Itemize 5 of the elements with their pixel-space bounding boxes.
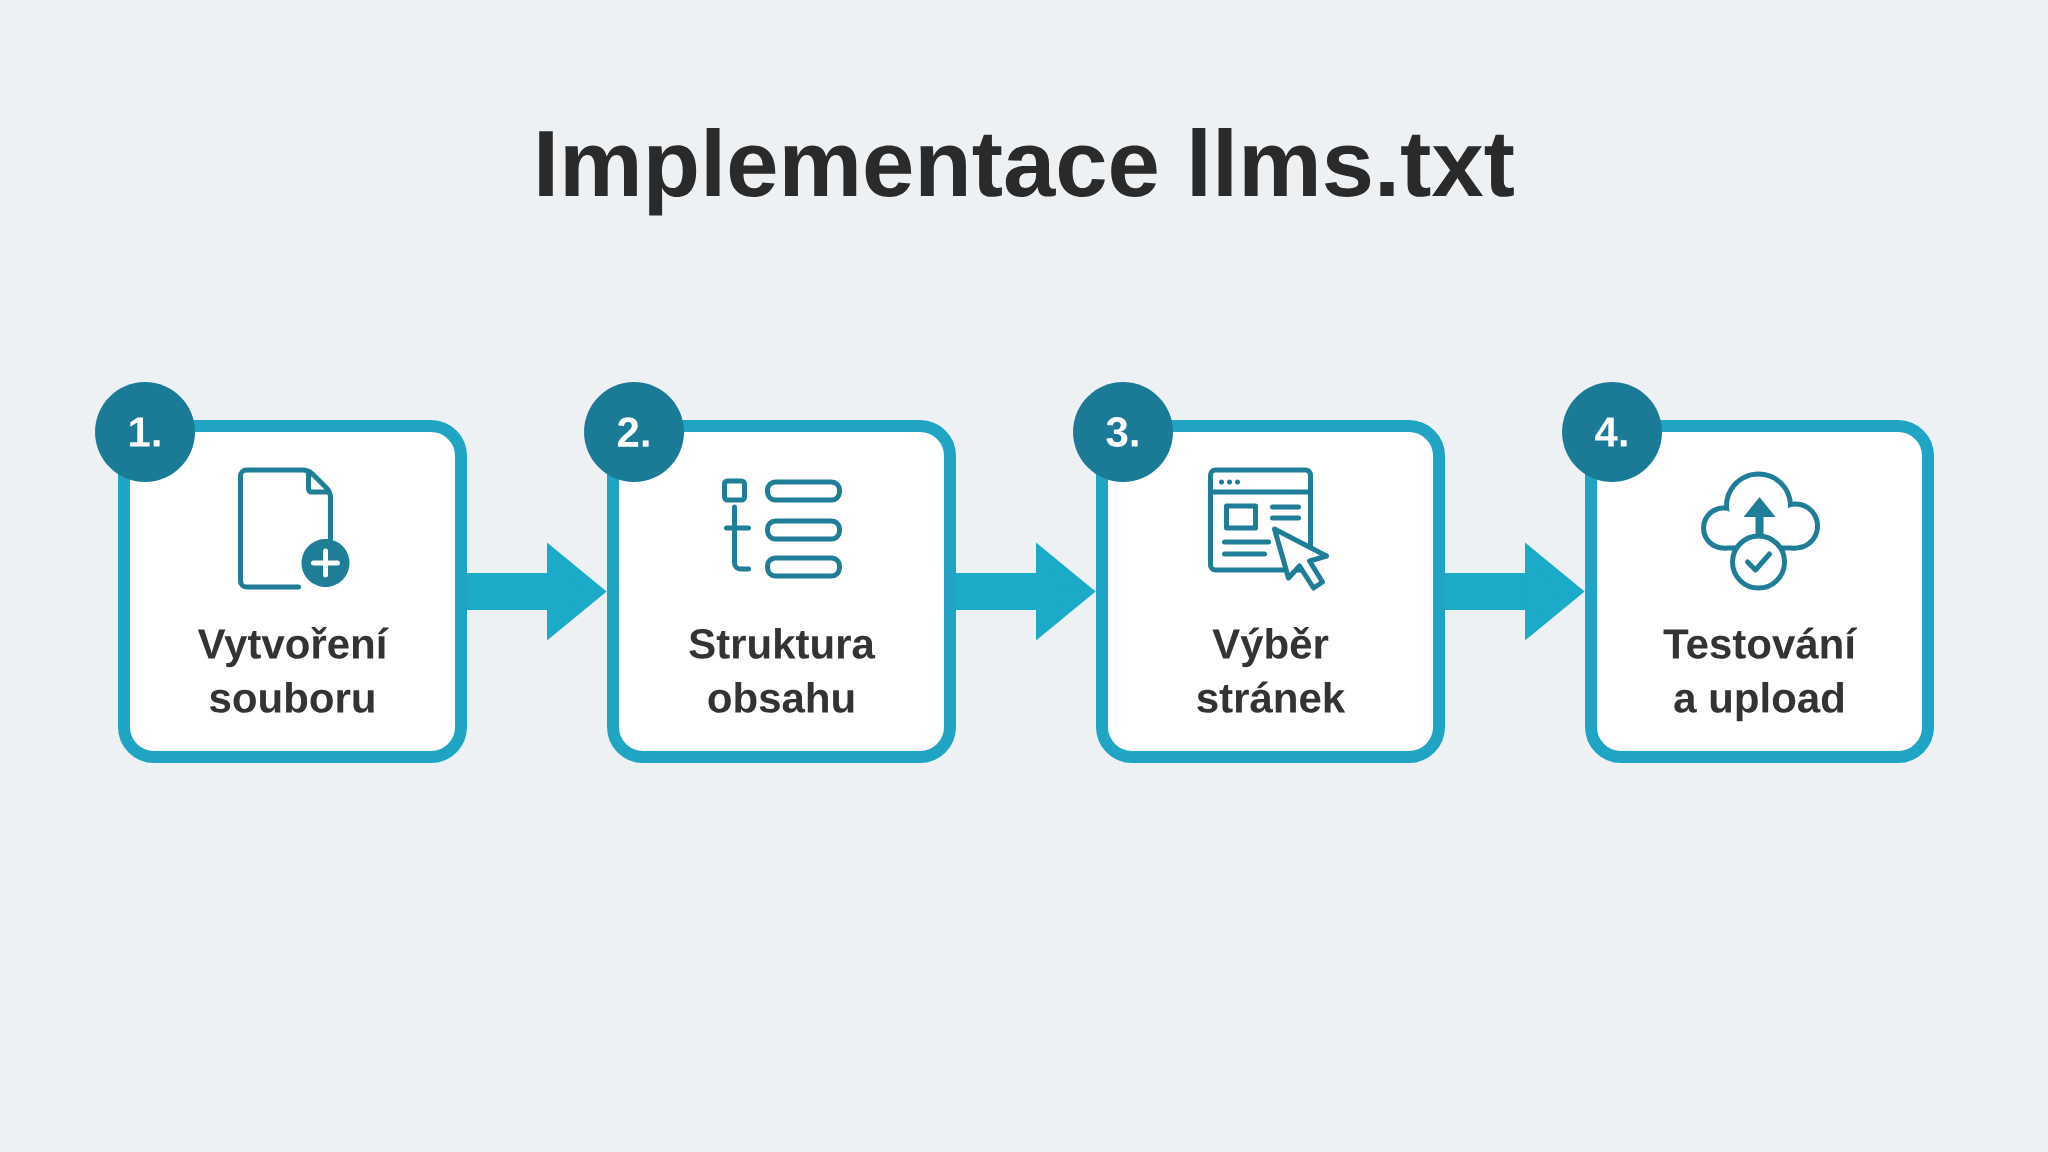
number-badge: 1. <box>95 382 195 482</box>
number-badge: 3. <box>1073 382 1173 482</box>
number-badge: 4. <box>1562 382 1662 482</box>
number-badge: 2. <box>584 382 684 482</box>
title: Implementace llms.txt <box>539 127 1514 216</box>
